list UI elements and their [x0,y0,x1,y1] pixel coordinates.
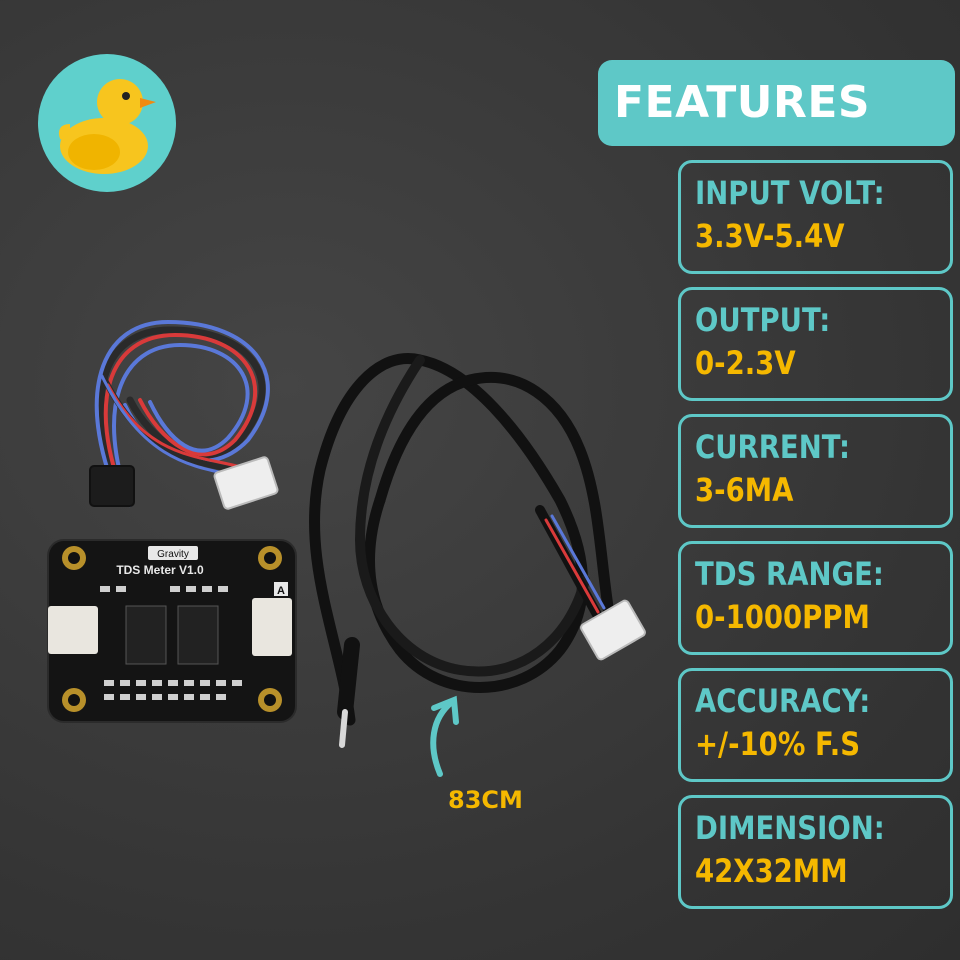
board-brand-label: Gravity [157,549,189,560]
spec-label: OUTPUT: [695,301,831,339]
brand-logo [38,54,176,192]
spec-value: 3.3V-5.4V [695,217,845,255]
spec-label: DIMENSION: [695,809,885,847]
board-marker-label: A [277,585,285,597]
spec-label: ACCURACY: [695,682,871,720]
cable-length-label: 83CM [448,786,523,814]
spec-value: +/-10% F.S [695,725,861,763]
spec-accuracy: ACCURACY: +/-10% F.S [678,668,953,782]
duck-logo-icon [58,79,156,174]
spec-value: 0-2.3V [695,344,796,382]
tds-meter-board: Gravity TDS Meter V1.0 A [47,539,297,723]
spec-value: 0-1000PPM [695,598,870,636]
spec-label: CURRENT: [695,428,851,466]
spec-value: 42X32MM [695,852,848,890]
spec-output: OUTPUT: 0-2.3V [678,287,953,401]
probe-cable [309,353,646,748]
curved-arrow-icon [430,695,459,777]
spec-dimension: DIMENSION: 42X32MM [678,795,953,909]
spec-value: 3-6MA [695,471,794,509]
spec-tds-range: TDS RANGE: 0-1000PPM [678,541,953,655]
features-header: FEATURES [598,60,955,146]
spec-current: CURRENT: 3-6MA [678,414,953,528]
board-name-label: TDS Meter V1.0 [116,563,204,577]
spec-input-volt: INPUT VOLT: 3.3V-5.4V [678,160,953,274]
spec-label: INPUT VOLT: [695,174,885,212]
jumper-wire [89,319,279,510]
spec-label: TDS RANGE: [695,555,884,593]
